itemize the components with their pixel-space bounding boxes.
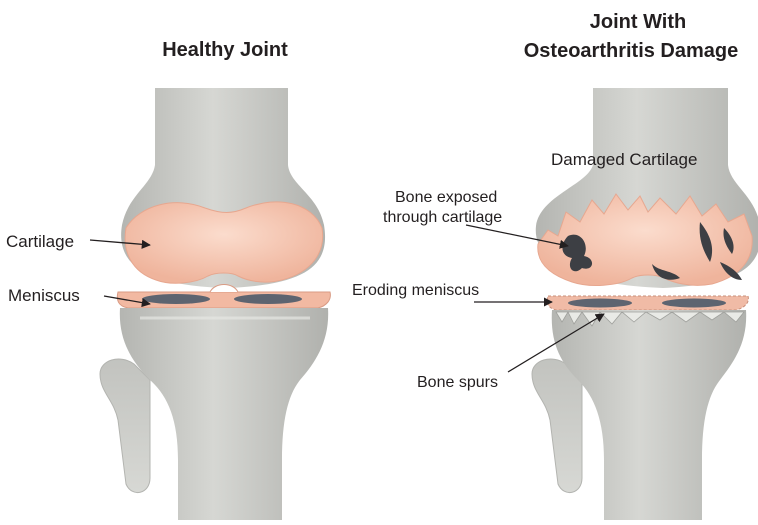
label-bone-exposed-line2: through cartilage <box>383 208 502 227</box>
label-bone-spurs: Bone spurs <box>417 373 498 392</box>
label-meniscus: Meniscus <box>8 286 80 305</box>
healthy-fibula <box>100 359 150 493</box>
healthy-joint-title: Healthy Joint <box>135 38 315 63</box>
healthy-tibia <box>120 308 328 520</box>
healthy-joint <box>100 88 330 520</box>
damaged-fibula <box>532 359 582 493</box>
label-cartilage: Cartilage <box>6 232 74 251</box>
label-damaged-cartilage: Damaged Cartilage <box>551 150 697 169</box>
eroding-meniscus <box>547 296 748 310</box>
label-bone-exposed-line1: Bone exposed <box>395 188 497 207</box>
label-eroding-meniscus: Eroding meniscus <box>352 281 479 300</box>
healthy-cartilage <box>125 202 323 283</box>
damaged-joint-title-line1: Joint With <box>523 10 753 35</box>
damaged-joint-title-line2: Osteoarthritis Damage <box>511 39 751 64</box>
